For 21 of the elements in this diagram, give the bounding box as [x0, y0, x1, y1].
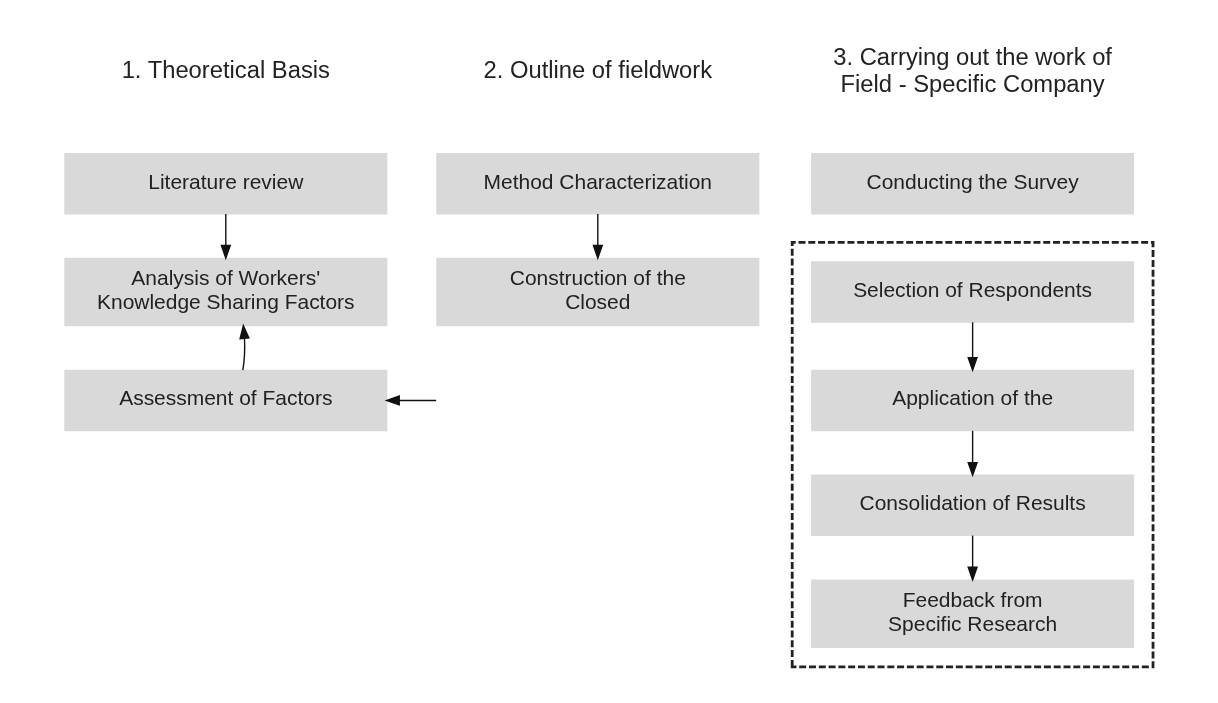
- cluster: [790, 241, 1155, 669]
- node-box: Analysis of Workers' Knowledge Sharing Factors: [64, 257, 388, 327]
- arrow: [592, 213, 604, 261]
- node-box: Consolidation of Results: [811, 474, 1135, 537]
- arrow: [967, 430, 978, 478]
- node-box: Literature review: [64, 152, 388, 215]
- node-box: Feedback from Specific Research: [811, 579, 1135, 648]
- node-box: Selection of Respondents: [811, 261, 1135, 323]
- node-box: Application of the: [811, 369, 1135, 432]
- arrow: [967, 534, 978, 582]
- arrow: [220, 213, 232, 261]
- node-box: Conducting the Survey: [811, 152, 1135, 215]
- arrow: [239, 323, 250, 371]
- node-box: Construction of the Closed: [436, 257, 760, 327]
- arrow: [967, 321, 978, 373]
- label: 2. Outline of fieldwork: [483, 56, 713, 84]
- label: 1. Theoretical Basis: [121, 56, 330, 84]
- arrow: [384, 395, 437, 406]
- label: 3. Carrying out the work of Field - Specific Company: [833, 42, 1112, 97]
- node-box: Method Characterization: [436, 152, 760, 215]
- node-box: Assessment of Factors: [64, 369, 388, 432]
